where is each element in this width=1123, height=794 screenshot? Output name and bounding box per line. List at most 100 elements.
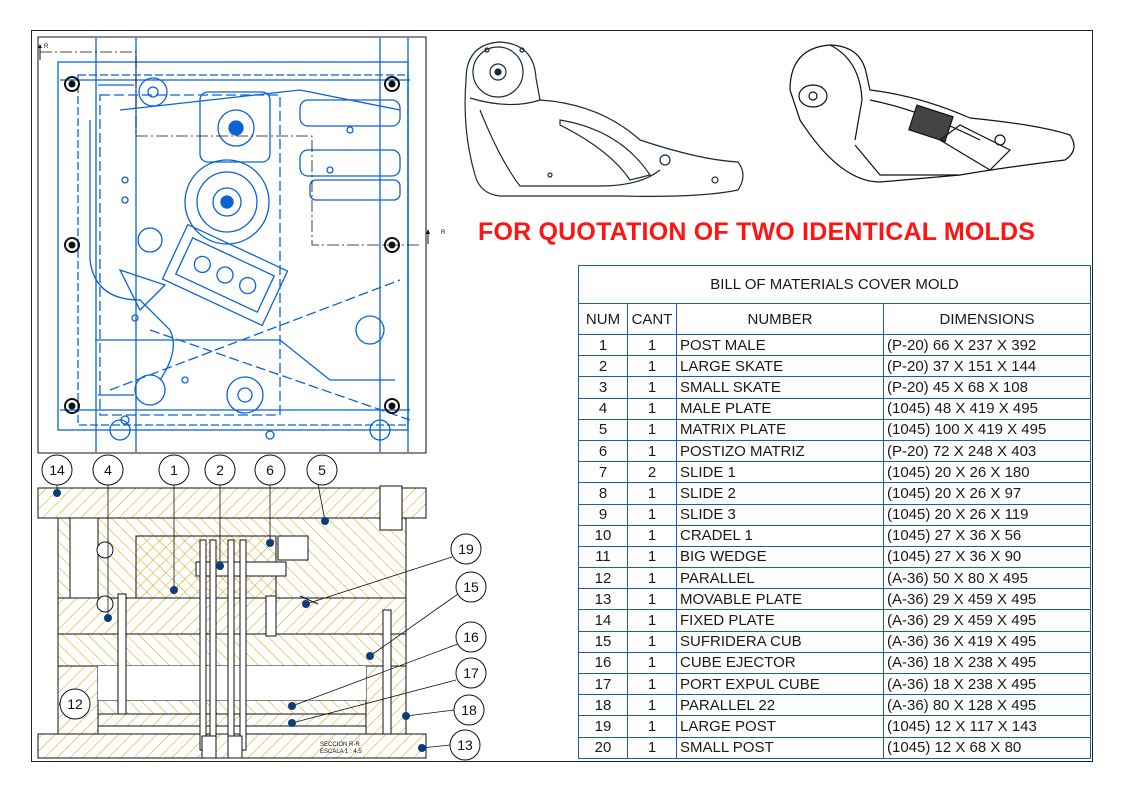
bom-cell-num: 17 — [578, 672, 628, 696]
section-marker-right: R — [441, 230, 446, 236]
bom-cell-number: LARGE SKATE — [676, 355, 884, 378]
bom-title: BILL OF MATERIALS COVER MOLD — [578, 265, 1091, 304]
bom-cell-number: SLIDE 2 — [676, 482, 884, 505]
bom-cell-cant: 1 — [627, 418, 677, 441]
bom-cell-num: 4 — [578, 397, 628, 420]
bom-cell-cant: 1 — [627, 651, 677, 675]
balloon-15-text: 15 — [463, 579, 479, 595]
bom-cell-cant: 1 — [627, 333, 677, 357]
balloon-13-text: 13 — [457, 737, 473, 753]
balloon-16 — [455, 621, 487, 653]
part-isometric-view — [789, 44, 1075, 183]
balloon-17-text: 17 — [463, 665, 479, 681]
bom-cell-num: 16 — [578, 651, 628, 675]
balloon-16-text: 16 — [463, 629, 479, 645]
bom-cell-number: MOVABLE PLATE — [676, 588, 884, 611]
bom-cell-num: 11 — [578, 545, 628, 569]
bom-cell-num: 19 — [578, 715, 628, 738]
section-label-line2: ESCALA 1 : 4.5 — [320, 749, 362, 755]
bom-cell-cant: 1 — [627, 524, 677, 547]
bom-cell-number: PARALLEL 22 — [676, 694, 884, 717]
bom-cell-cant: 1 — [627, 694, 677, 717]
balloon-19 — [450, 533, 482, 565]
bom-cell-cant: 1 — [627, 609, 677, 632]
bom-cell-dimensions: (P-20) 45 X 68 X 108 — [883, 376, 1091, 399]
bom-cell-num: 5 — [578, 418, 628, 441]
bom-cell-cant: 1 — [627, 567, 677, 590]
bom-cell-dimensions: (1045) 27 X 36 X 90 — [883, 545, 1091, 569]
bom-cell-dimensions: (1045) 20 X 26 X 180 — [883, 461, 1091, 484]
bom-cell-cant: 1 — [627, 588, 677, 611]
balloon-1 — [158, 454, 190, 486]
balloon-5 — [306, 454, 338, 486]
bom-cell-cant: 2 — [627, 461, 677, 484]
bom-cell-dimensions: (1045) 27 X 36 X 56 — [883, 524, 1091, 547]
mold-plan-view: R R — [37, 36, 446, 454]
bom-cell-dimensions: (1045) 12 X 68 X 80 — [883, 736, 1091, 759]
quotation-title: FOR QUOTATION OF TWO IDENTICAL MOLDS — [478, 218, 1036, 246]
bom-cell-cant: 1 — [627, 715, 677, 738]
bom-cell-dimensions: (1045) 100 X 419 X 495 — [883, 418, 1091, 441]
bom-cell-dimensions: (A-36) 29 X 459 X 495 — [883, 609, 1091, 632]
bom-cell-dimensions: (A-36) 18 X 238 X 495 — [883, 672, 1091, 696]
bom-cell-num: 3 — [578, 376, 628, 399]
bom-cell-dimensions: (A-36) 36 X 419 X 495 — [883, 630, 1091, 653]
bom-cell-dimensions: (1045) 20 X 26 X 119 — [883, 503, 1091, 526]
bom-cell-cant: 1 — [627, 545, 677, 569]
balloon-4-text: 4 — [104, 462, 112, 478]
part-front-view — [464, 41, 744, 197]
bom-cell-num: 14 — [578, 609, 628, 632]
balloon-18 — [453, 694, 485, 726]
balloon-4 — [92, 454, 124, 486]
bom-cell-dimensions: (1045) 20 X 26 X 97 — [883, 482, 1091, 505]
bom-cell-number: CUBE EJECTOR — [676, 651, 884, 675]
bom-header-num: NUM — [578, 303, 628, 335]
bom-cell-num: 1 — [578, 333, 628, 357]
bom-cell-cant: 1 — [627, 355, 677, 378]
bom-cell-number: MATRIX PLATE — [676, 418, 884, 441]
bom-cell-dimensions: (A-36) 18 X 238 X 495 — [883, 651, 1091, 675]
bom-cell-number: SMALL SKATE — [676, 376, 884, 399]
bom-cell-num: 12 — [578, 567, 628, 590]
bill-of-materials-table: BILL OF MATERIALS COVER MOLD NUM CANT NU… — [578, 265, 1091, 759]
bom-header-cant: CANT — [627, 303, 677, 335]
bom-cell-num: 8 — [578, 482, 628, 505]
bom-cell-number: LARGE POST — [676, 715, 884, 738]
balloon-6-text: 6 — [266, 462, 274, 478]
balloon-12 — [59, 688, 91, 720]
bom-header-dimensions: DIMENSIONS — [883, 303, 1091, 335]
bom-cell-cant: 1 — [627, 672, 677, 696]
balloon-14 — [41, 454, 73, 486]
bom-cell-num: 6 — [578, 439, 628, 463]
bom-cell-dimensions: (1045) 12 X 117 X 143 — [883, 715, 1091, 738]
bom-cell-number: SUFRIDERA CUB — [676, 630, 884, 653]
balloon-6 — [254, 454, 286, 486]
section-marker-left: R — [44, 44, 49, 50]
bom-cell-num: 20 — [578, 736, 628, 759]
mold-section-view: SECCION R-R ESCALA 1 : 4.5 — [37, 485, 427, 759]
bom-cell-num: 13 — [578, 588, 628, 611]
bom-cell-number: PARALLEL — [676, 567, 884, 590]
balloon-14-text: 14 — [49, 462, 65, 478]
bom-cell-dimensions: (P-20) 37 X 151 X 144 — [883, 355, 1091, 378]
balloon-2 — [204, 454, 236, 486]
balloon-19-text: 19 — [458, 541, 474, 557]
balloon-12-text: 12 — [67, 696, 83, 712]
